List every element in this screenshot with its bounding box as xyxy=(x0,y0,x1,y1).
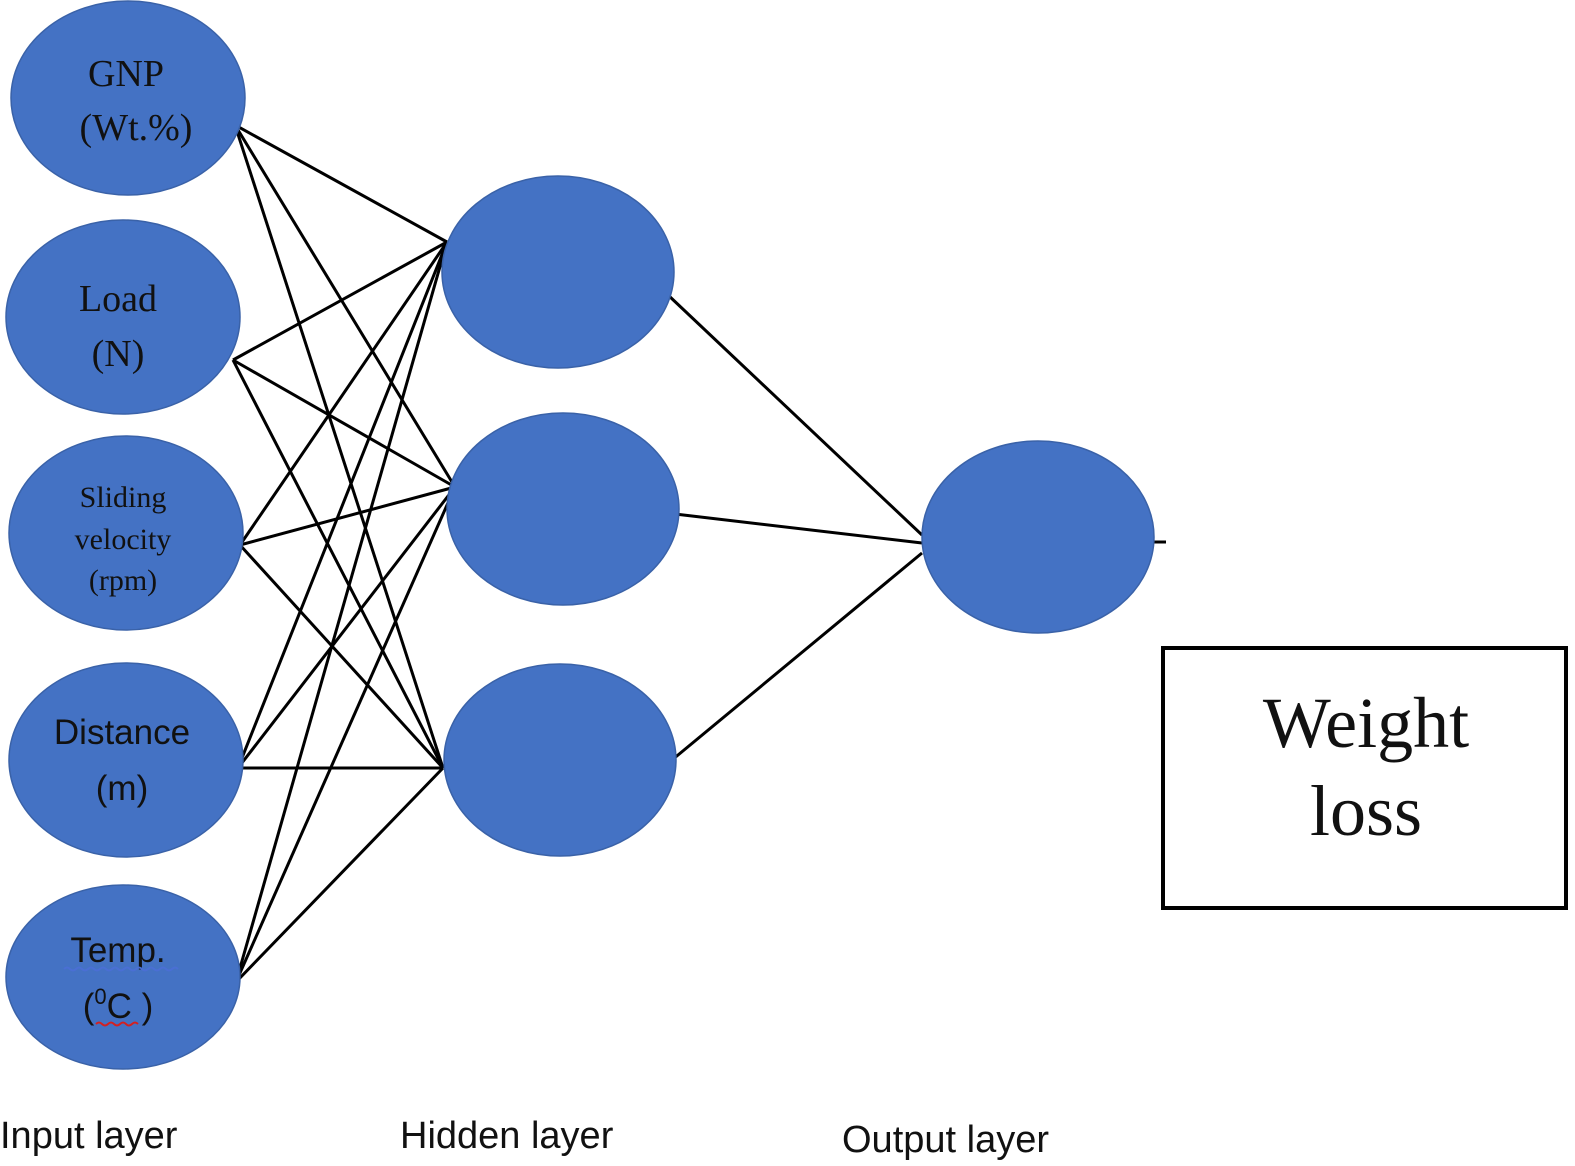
input-node-temperature-line1: Temp. xyxy=(70,931,165,970)
input-node-temperature-line2: (0C ) xyxy=(83,984,154,1026)
input-node-load xyxy=(5,219,241,415)
input-node-gnp xyxy=(10,0,246,196)
edge-gnp-hidden1 xyxy=(234,123,448,244)
edge-temp-hidden1 xyxy=(234,241,449,983)
input-node-sliding-velocity xyxy=(8,435,244,631)
edge-load-hidden3 xyxy=(231,359,445,769)
edge-load-hidden2 xyxy=(232,358,456,489)
edge-load-hidden1 xyxy=(232,240,448,362)
input-node-load-line2: (N) xyxy=(92,333,145,375)
edge-distance-hidden2 xyxy=(236,486,457,769)
input-node-gnp-line1: GNP xyxy=(88,53,164,95)
hidden-node-3 xyxy=(443,663,677,857)
output-layer xyxy=(921,440,1155,634)
input-node-sliding-velocity-line3: (rpm) xyxy=(89,564,157,597)
input-layer: GNP (Wt.%) Load (N) Sliding velocity (rp… xyxy=(5,0,246,1070)
input-node-load-line1: Load xyxy=(79,278,157,320)
input-node-distance xyxy=(8,662,244,858)
input-node-sliding-velocity-line2: velocity xyxy=(75,523,172,556)
edge-hidden3-output xyxy=(671,551,923,762)
edge-velocity-hidden3 xyxy=(238,543,445,770)
edge-distance-hidden1 xyxy=(236,241,449,769)
output-node xyxy=(921,440,1155,634)
hidden-layer xyxy=(441,175,680,857)
input-node-distance-line2: (m) xyxy=(96,769,148,808)
hidden-node-1 xyxy=(441,175,675,369)
edge-velocity-hidden2 xyxy=(239,485,456,547)
output-box xyxy=(1161,646,1568,910)
edge-temp-hidden2 xyxy=(234,486,457,983)
spellcheck-underline-unit xyxy=(95,1021,139,1027)
edge-velocity-hidden1 xyxy=(238,241,449,546)
edge-temp-hidden3 xyxy=(234,766,445,984)
hidden-node-2 xyxy=(446,412,680,606)
output-line2: loss xyxy=(1310,771,1422,851)
edge-hidden2-output xyxy=(674,512,923,545)
input-layer-caption: Input layer xyxy=(0,1115,178,1157)
edge-gnp-hidden3 xyxy=(233,124,445,769)
edge-hidden1-output xyxy=(666,293,924,537)
input-node-temperature xyxy=(5,884,241,1070)
output-layer-caption: Output layer xyxy=(842,1119,1049,1161)
edge-gnp-hidden2 xyxy=(233,124,457,488)
connections xyxy=(231,123,1166,984)
hidden-layer-caption: Hidden layer xyxy=(400,1115,614,1157)
input-node-gnp-line2: (Wt.%) xyxy=(80,107,193,149)
input-node-distance-line1: Distance xyxy=(54,713,190,752)
output-line1: Weight xyxy=(1263,683,1469,763)
spellcheck-underline-temp xyxy=(63,966,179,972)
input-node-sliding-velocity-line1: Sliding xyxy=(80,481,167,514)
output-label-box: Weight loss xyxy=(1161,646,1568,910)
